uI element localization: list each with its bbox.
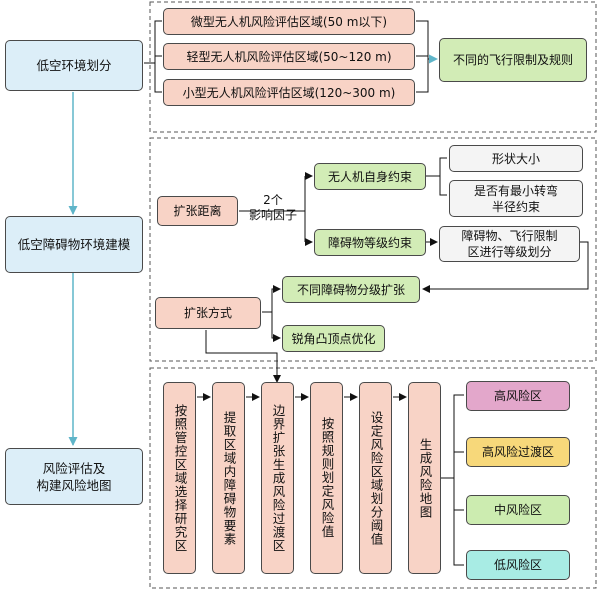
stage-risk-map: 风险评估及 构建风险地图 [5,448,143,505]
obstacle-level-constraint: 障碍物等级约束 [314,229,426,256]
uav-self-constraint: 无人机自身约束 [314,163,426,190]
flight-rules-result: 不同的飞行限制及规则 [439,38,587,82]
risk-level-medium: 中风险区 [466,495,570,525]
zone-light-uav: 轻型无人机风险评估区域(50~120 m) [163,43,415,70]
process-step-5: 设定风险区域划分阈值 [359,382,392,574]
section-frame-3 [149,367,597,589]
expand-method-box: 扩张方式 [155,297,261,329]
section-frame-2 [149,137,597,362]
shape-size-box: 形状大小 [449,145,583,172]
process-step-4: 按照规则划定风险值 [310,382,343,574]
stage-obstacle-modeling: 低空障碍物环境建模 [5,216,143,273]
risk-level-high-transition: 高风险过渡区 [466,437,570,467]
process-step-6: 生成风险地图 [408,382,441,574]
obstacle-grading-note: 障碍物、飞行限制 区进行等级划分 [439,226,580,262]
graded-expansion-box: 不同障碍物分级扩张 [282,276,420,303]
min-turn-radius-box: 是否有最小转弯 半径约束 [449,180,583,217]
process-step-2: 提取区域内障碍物要素 [212,382,245,574]
stage-low-altitude-division: 低空环境划分 [5,40,143,91]
zone-small-uav: 小型无人机风险评估区域(120~300 m) [163,79,415,106]
expand-distance-box: 扩张距离 [157,196,238,226]
corner-optimization-box: 锐角凸顶点优化 [282,325,385,352]
process-step-3: 边界扩张生成风险过渡区 [261,382,294,574]
factors-label: 2个 影响因子 [248,193,297,222]
process-step-1: 按照管控区域选择研究区 [163,382,196,574]
section-frame-1 [149,1,597,133]
risk-level-high: 高风险区 [466,381,570,411]
risk-level-low: 低风险区 [466,550,570,580]
zone-micro-uav: 微型无人机风险评估区域(50 m以下) [163,8,415,35]
